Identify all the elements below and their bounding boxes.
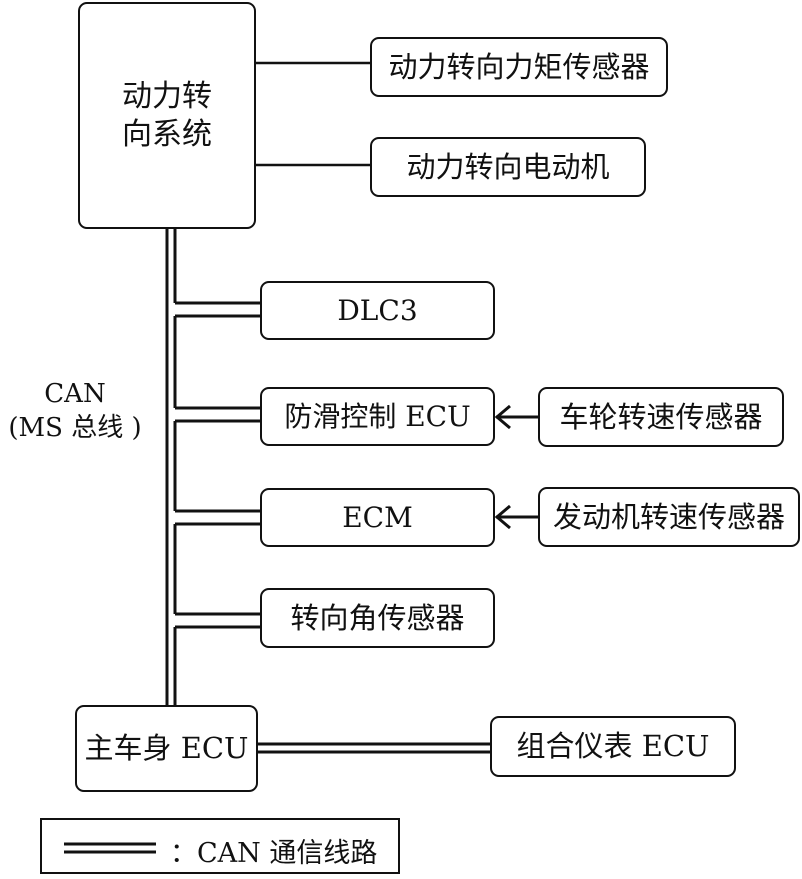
ecm-box: ECM xyxy=(260,488,495,547)
combination-meter-ecu-box: 组合仪表 ECU xyxy=(490,716,736,777)
main-body-ecu-box: 主车身 ECU xyxy=(75,705,258,792)
can-bus-label: CAN (MS 总线 ) xyxy=(0,378,150,446)
can-branch-combination-meter xyxy=(258,742,492,754)
can-bus-label-line2: (MS 总线 ) xyxy=(8,412,142,443)
engine-speed-sensor-box: 发动机转速传感器 xyxy=(538,487,800,547)
dlc3-box: DLC3 xyxy=(260,281,495,340)
steering-motor-box: 动力转向电动机 xyxy=(370,137,646,197)
steering-angle-sensor-box: 转向角传感器 xyxy=(260,588,495,648)
legend: ：CAN 通信线路 xyxy=(40,818,400,874)
torque-sensor-box: 动力转向力矩传感器 xyxy=(370,37,668,97)
can-branch-ecm xyxy=(175,509,262,526)
double-line-legend-icon xyxy=(64,842,156,854)
can-branch-dlc3 xyxy=(175,301,262,318)
power-steering-system-box: 动力转 向系统 xyxy=(78,2,256,229)
wheel-speed-sensor-box: 车轮转速传感器 xyxy=(538,387,784,447)
can-branch-skid-control-ecu xyxy=(175,406,262,423)
can-bus-vertical xyxy=(165,228,177,707)
arrow-engine-speed-to-ecm xyxy=(494,504,540,530)
can-branch-steering-angle-sensor xyxy=(175,612,262,629)
can-bus-label-line1: CAN xyxy=(44,379,106,409)
arrow-wheel-speed-to-skid xyxy=(494,404,540,430)
skid-control-ecu-box: 防滑控制 ECU xyxy=(260,387,495,446)
legend-text: ：CAN 通信线路 xyxy=(170,838,378,869)
